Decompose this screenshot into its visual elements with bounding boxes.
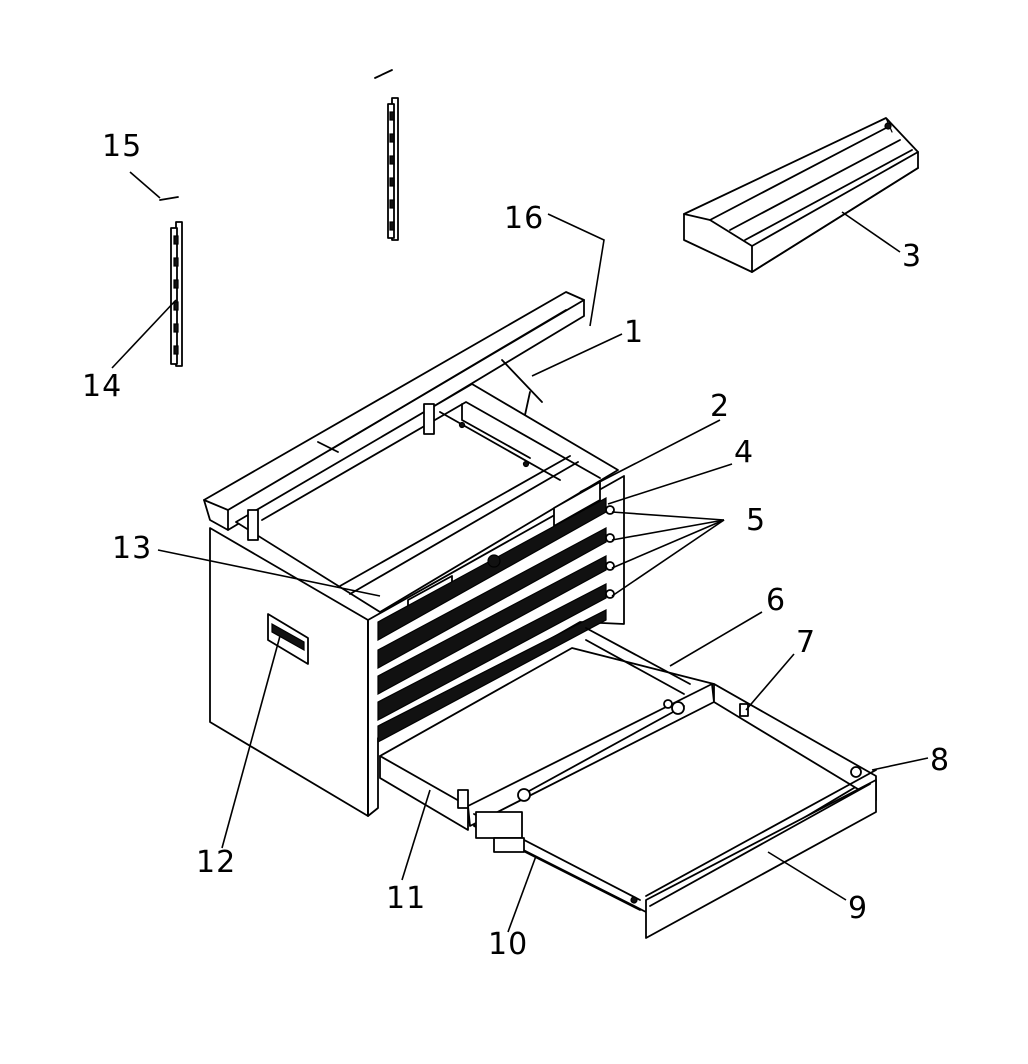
slide-strip-center <box>387 97 399 241</box>
leader-lines <box>111 171 929 933</box>
leader-11 <box>401 789 431 881</box>
leader-5d <box>611 519 725 597</box>
part-16-lid <box>203 291 585 531</box>
leader-5c <box>611 519 725 569</box>
callout-8: 8 <box>930 743 950 778</box>
callout-9: 9 <box>848 891 868 926</box>
callout-3: 3 <box>902 239 922 274</box>
callout-16: 16 <box>504 201 544 236</box>
callout-6: 6 <box>766 583 786 618</box>
leader-1 <box>531 333 623 377</box>
leader-7 <box>745 653 795 711</box>
drawer-stack <box>377 496 615 744</box>
callout-14: 14 <box>82 369 122 404</box>
leader-8 <box>871 757 929 771</box>
part-3-tray <box>683 117 919 273</box>
leader-10 <box>507 855 537 933</box>
leader-9 <box>767 851 847 901</box>
leader-14 <box>111 299 177 369</box>
callout-13: 13 <box>112 531 152 566</box>
callout-labels: 15 14 16 1 3 2 4 5 13 6 7 8 9 10 11 12 <box>82 129 950 962</box>
leader-3 <box>841 211 901 253</box>
part-15-pin <box>159 196 179 201</box>
leader-16 <box>547 213 605 327</box>
callout-15: 15 <box>102 129 142 164</box>
callout-1: 1 <box>624 315 644 350</box>
callout-12: 12 <box>196 845 236 880</box>
part-14-slide-strip-left <box>170 221 183 367</box>
leader-4 <box>607 463 733 505</box>
callout-7: 7 <box>796 625 816 660</box>
callout-11: 11 <box>386 881 426 916</box>
leader-15 <box>129 171 161 199</box>
leader-12 <box>221 635 281 849</box>
leader-5a <box>611 511 725 521</box>
callout-4: 4 <box>734 435 754 470</box>
callout-2: 2 <box>710 389 730 424</box>
leader-6 <box>669 611 763 667</box>
leader-2 <box>579 419 721 493</box>
leader-13 <box>157 549 381 597</box>
pin-top-center <box>374 69 393 79</box>
leader-5b <box>611 519 725 541</box>
callout-10: 10 <box>488 927 528 962</box>
callout-5: 5 <box>746 503 766 538</box>
open-drawer <box>379 627 877 939</box>
